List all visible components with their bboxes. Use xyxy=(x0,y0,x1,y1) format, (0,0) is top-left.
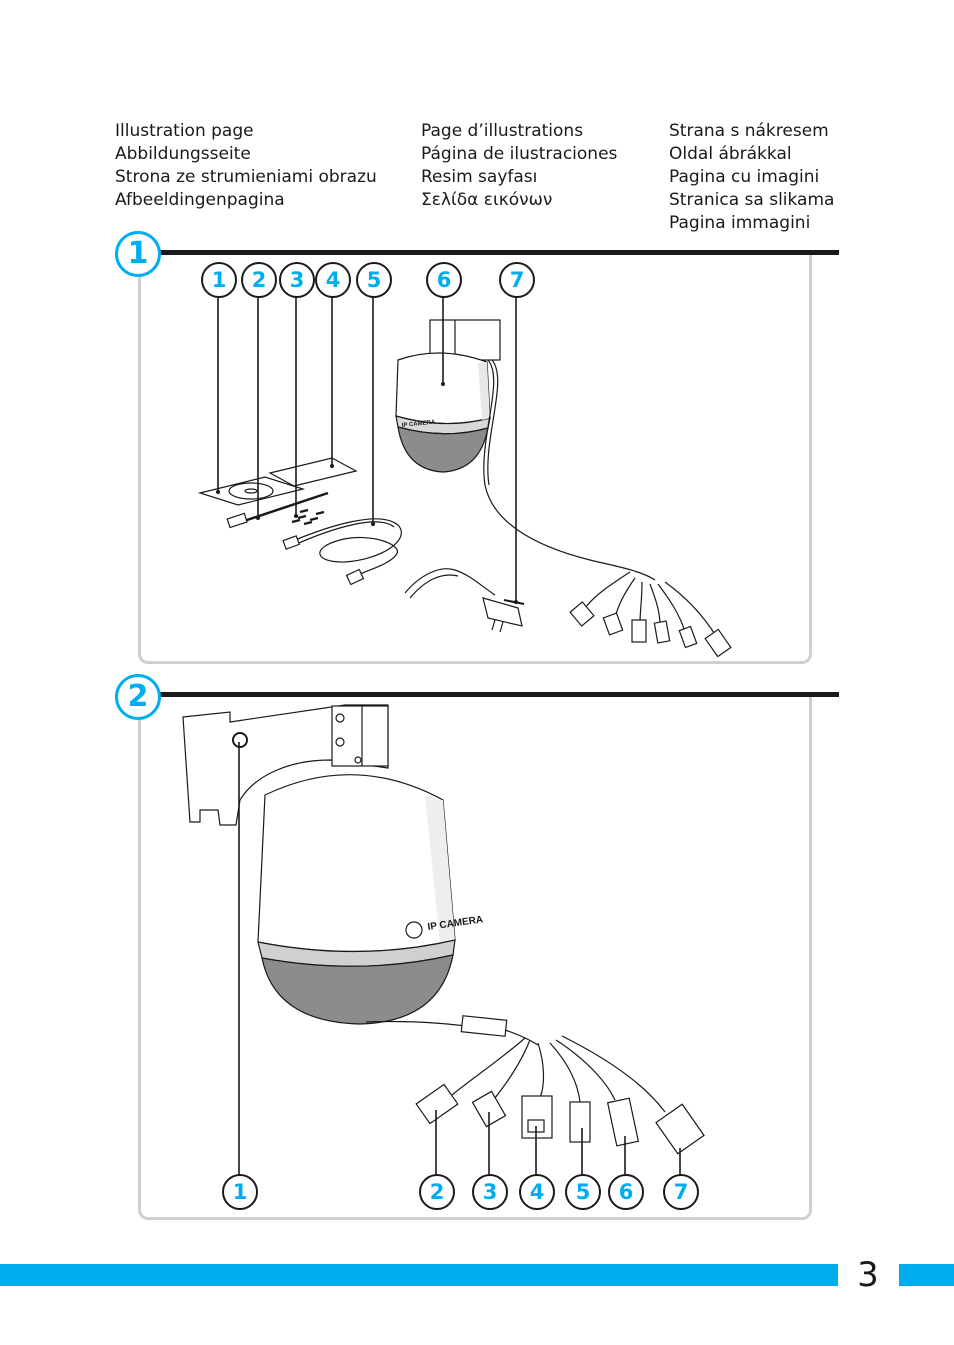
header-text: Strana s nákresem xyxy=(669,121,829,141)
footer-bar-left xyxy=(0,1264,838,1286)
section-1-panel xyxy=(138,253,812,664)
header-text: Oldal ábrákkal xyxy=(669,144,792,164)
callout-7: 7 xyxy=(499,262,535,298)
callout-7: 7 xyxy=(663,1174,699,1210)
header-text: Page d’illustrations xyxy=(421,121,584,141)
section-1-bar xyxy=(140,250,839,255)
section-1-number: 1 xyxy=(115,231,161,277)
header-text: Stranica sa slikama xyxy=(669,190,835,210)
camera-label: IP CAMERA xyxy=(402,419,437,429)
header-text: Página de ilustraciones xyxy=(421,144,618,164)
callout-2: 2 xyxy=(241,262,277,298)
header-text: Strona ze strumieniami obrazu xyxy=(115,167,377,187)
callout-1: 1 xyxy=(222,1174,258,1210)
callout-4: 4 xyxy=(519,1174,555,1210)
header-text: Resim sayfası xyxy=(421,167,538,187)
callout-3: 3 xyxy=(472,1174,508,1210)
callout-4: 4 xyxy=(315,262,351,298)
header-text: Afbeeldingenpagina xyxy=(115,190,285,210)
footer-bar-right xyxy=(899,1264,954,1286)
header-column-3: Strana s nákresem Oldal ábrákkal Pagina … xyxy=(669,120,834,235)
header-text: Pagina immagini xyxy=(669,213,811,233)
callout-2: 2 xyxy=(419,1174,455,1210)
header-column-1: Illustration page Abbildungsseite Strona… xyxy=(115,120,377,212)
package-contents-illustration xyxy=(197,296,732,658)
callout-1: 1 xyxy=(201,262,237,298)
callout-6: 6 xyxy=(426,262,462,298)
callout-6: 6 xyxy=(608,1174,644,1210)
header-column-2: Page d’illustrations Página de ilustraci… xyxy=(421,120,617,212)
header-text: Abbildungsseite xyxy=(115,144,251,164)
callout-3: 3 xyxy=(279,262,315,298)
section-2-number: 2 xyxy=(115,674,161,720)
section-2-bar xyxy=(140,692,839,697)
page-number: 3 xyxy=(857,1255,879,1295)
header-text: Pagina cu imagini xyxy=(669,167,820,187)
camera-overview-illustration xyxy=(182,704,705,1175)
callout-5: 5 xyxy=(356,262,392,298)
section-2-panel xyxy=(138,696,812,1220)
header-text: Illustration page xyxy=(115,121,254,141)
callout-5: 5 xyxy=(565,1174,601,1210)
header-text: Σελίδα εικόνων xyxy=(421,190,553,210)
